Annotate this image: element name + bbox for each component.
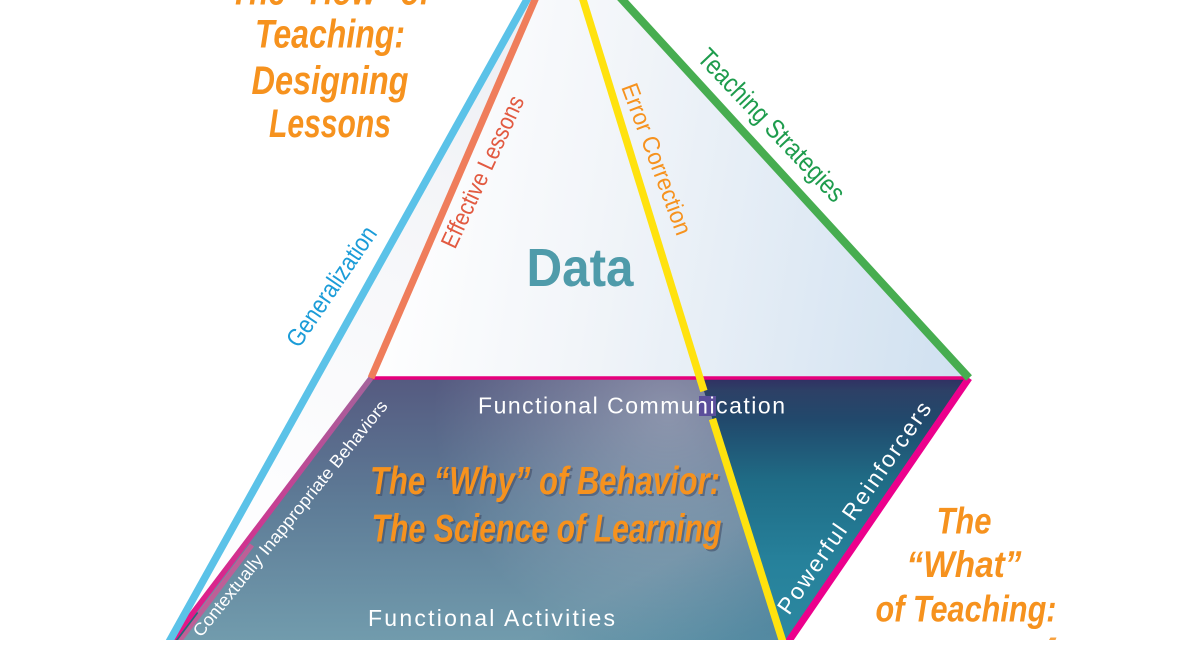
svg-text:Functional Communication: Functional Communication bbox=[478, 393, 785, 419]
svg-text:Functional Activities: Functional Activities bbox=[368, 605, 615, 631]
svg-text:“What”: “What” bbox=[907, 544, 1022, 585]
svg-text:of Teaching:: of Teaching: bbox=[876, 589, 1057, 630]
svg-text:Designing: Designing bbox=[252, 59, 409, 103]
svg-text:Lessons: Lessons bbox=[269, 102, 391, 146]
svg-text:The Science of Learning: The Science of Learning bbox=[374, 510, 724, 553]
svg-text:The “Why” of Behavior:: The “Why” of Behavior: bbox=[370, 460, 720, 503]
svg-text:The Science of Learning: The Science of Learning bbox=[372, 508, 722, 551]
svg-text:The: The bbox=[937, 501, 992, 542]
svg-text:The “How” of: The “How” of bbox=[230, 0, 433, 14]
svg-text:The “Why” of Behavior:: The “Why” of Behavior: bbox=[372, 462, 722, 505]
svg-text:Teaching:: Teaching: bbox=[255, 13, 405, 57]
svg-text:Data: Data bbox=[527, 238, 635, 298]
